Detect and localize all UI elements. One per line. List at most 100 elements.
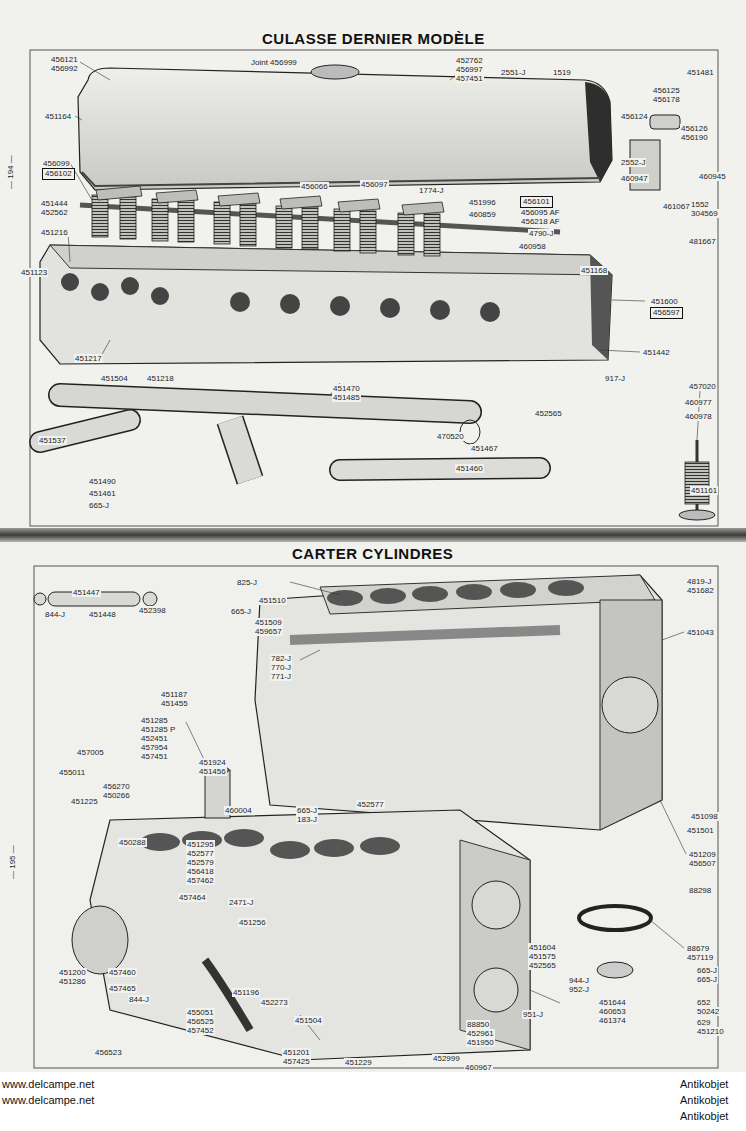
callout-number: 457425 [282,1057,311,1066]
callout-number: 456507 [688,859,717,868]
callout-number: 451442 [642,348,671,357]
callout-number: 451209 [688,850,717,859]
callout-number: 451504 [294,1016,323,1025]
callout-number: 460977 [684,398,713,407]
callout-number: 456523 [94,1048,123,1057]
callout-number: 457451 [455,74,484,83]
callout-number: 452577 [186,849,215,858]
callout-number: 451187 [160,690,188,699]
callout-number: 451485 [332,393,361,402]
watermark: Antikobjet [680,1110,728,1123]
callout-number: 451098 [690,812,719,821]
callout-number: 451295 [186,840,215,849]
callout-number: 452565 [534,409,563,418]
callout-number: 456992 [50,64,79,73]
part-number: 456597 [653,308,680,317]
callout-number: 451924 [198,758,227,767]
page-number: — 194 — [6,154,15,190]
callout-number: 629 [696,1018,711,1027]
callout-number: 451200 [58,968,87,977]
callout-number: 456125 [652,86,681,95]
callout-number: 451447 [72,588,101,597]
callout-number: 917-J [604,374,626,383]
callout-number: 1519 [552,68,572,77]
callout-number: 451604 [528,943,557,952]
callout-number: 452398 [138,606,167,615]
callout-number: 451644 [598,998,627,1007]
callout-number: 451950 [466,1038,495,1047]
callout-number: 451123 [20,268,48,277]
callout-number: 951-J [522,1010,544,1019]
callout-number: 457005 [76,748,105,757]
callout-number: 460978 [684,412,713,421]
callout-number: 1552 [690,200,710,209]
boxed-part-number: 456102 [42,168,75,180]
callout-number: 451501 [686,826,715,835]
callout-number: 451490 [88,477,117,486]
callout-number: 456126 [680,124,709,133]
callout-number: 457451 [140,752,169,761]
callout-number: 456066 [300,182,329,191]
section-heading: CARTER CYLINDRES [289,545,456,562]
callout-number: 450288 [118,838,147,847]
callout-number: 451285 P [140,725,176,734]
callout-number: 455051 [186,1008,215,1017]
callout-number: 1774-J [418,186,444,195]
callout-number: 455011 [58,768,86,777]
callout-number: 456525 [186,1017,215,1026]
callout-number: 88850 [466,1020,490,1029]
callout-number: 456124 [620,112,649,121]
callout-number: 451504 [100,374,129,383]
callout-number: 456997 [455,65,484,74]
callout-number: 452961 [466,1029,495,1038]
callout-number: 460967 [464,1063,493,1072]
callout-number: 451286 [58,977,87,986]
callout-number: 456190 [680,133,709,142]
callout-number: 770-J [270,663,292,672]
callout-number: 844-J [128,995,150,1004]
callout-number: 451455 [160,699,189,708]
callout-number: 665-J [296,806,318,815]
callout-number: 665-J [696,966,718,975]
callout-number: 451285 [140,716,169,725]
callout-number: 451164 [44,112,72,121]
callout-number: 460947 [620,174,649,183]
callout-number: 451456 [198,767,227,776]
callout-number: 450266 [102,791,131,800]
callout-number: 456095 AF [520,208,561,217]
callout-number: 481667 [688,237,717,246]
callout-number: 459657 [254,627,283,636]
callout-number: 451229 [344,1058,373,1067]
callout-number: 460945 [698,172,727,181]
callout-number: 457460 [108,968,137,977]
callout-number: 457452 [186,1026,215,1035]
watermark: www.delcampe.net [2,1078,94,1091]
callout-number: 451256 [238,918,267,927]
page-number: — 195 — [8,844,17,880]
watermark: www.delcampe.net [2,1094,94,1107]
callout-number: 2551-J [500,68,526,77]
callout-number: 952-J [568,985,590,994]
callout-number: 88298 [688,886,712,895]
callout-number: 4819-J [686,577,712,586]
callout-number: 456418 [186,867,215,876]
callout-number: 451467 [470,444,499,453]
callout-number: 452565 [528,961,557,970]
callout-number: 183-J [296,815,318,824]
callout-number: 461374 [598,1016,627,1025]
callout-number: 452562 [40,208,69,217]
callout-number: 456121 [50,55,79,64]
callout-number: 470520 [436,432,465,441]
callout-number: 461067 [662,202,691,211]
callout-number: 451196 [232,988,260,997]
callout-number: 665-J [230,607,252,616]
callout-number: 665-J [88,501,110,510]
callout-number: 451575 [528,952,557,961]
page-heading: CULASSE DERNIER MODÈLE [259,30,488,47]
callout-number: 782-J [270,654,292,663]
callout-number: 451537 [38,436,67,445]
callout-number: 451168 [580,266,608,275]
callout-number: 451225 [70,797,99,806]
callout-number: 50242 [696,1007,720,1016]
